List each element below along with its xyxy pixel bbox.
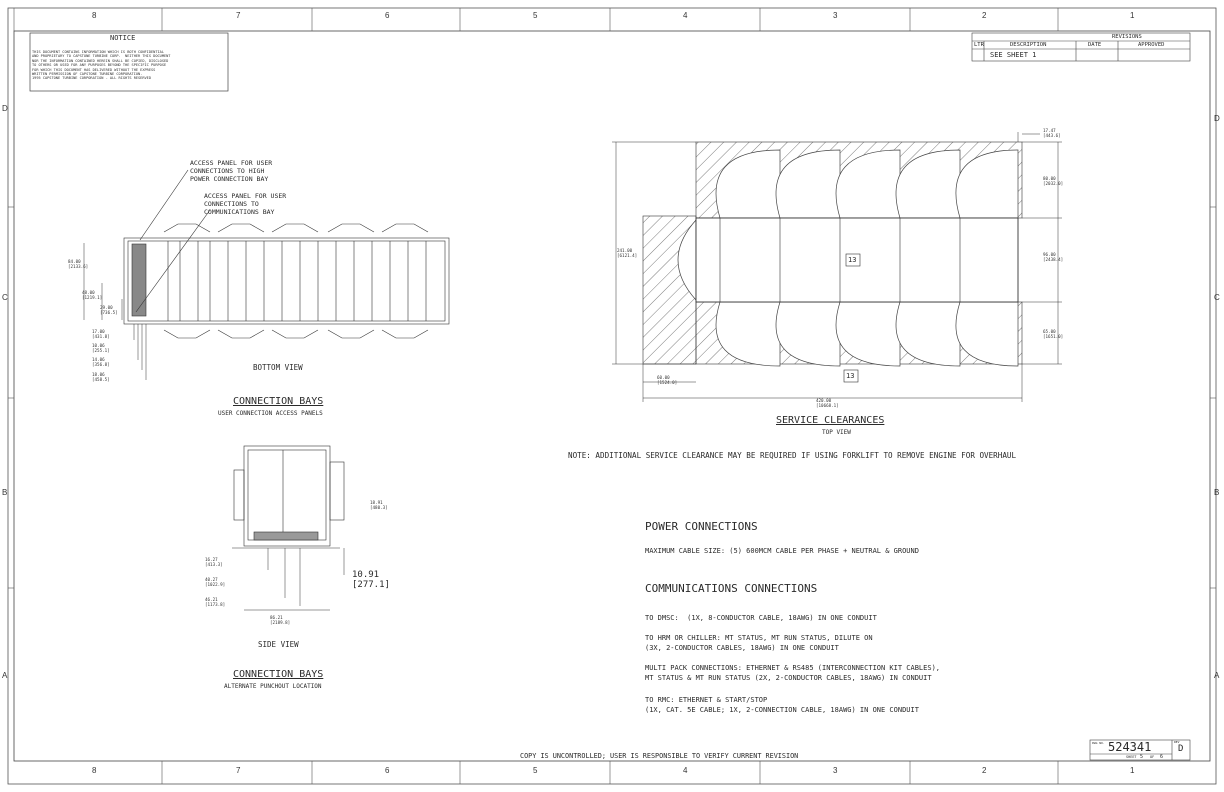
comms-item-rmc: TO RMC: ETHERNET & START/STOP (1X, CAT. …	[645, 696, 919, 714]
side-view-label: SIDE VIEW	[258, 640, 299, 649]
zone-col-2-bottom: 2	[982, 766, 987, 775]
connection-bays-subtitle: USER CONNECTION ACCESS PANELS	[218, 410, 323, 417]
svc-dim-65: 65.00 [1651.0]	[1043, 329, 1064, 339]
zone-col-1-top: 1	[1130, 11, 1135, 20]
service-clearances-title: SERVICE CLEARANCES	[776, 415, 885, 426]
dim-17: 17.00 [431.8]	[92, 329, 110, 339]
zone-col-3-bottom: 3	[833, 766, 838, 775]
revisions-header-ltr: LTR	[974, 42, 984, 48]
svc-box-label-upper: 13	[848, 256, 857, 264]
bottom-view-label: BOTTOM VIEW	[253, 363, 303, 372]
zone-col-5-bottom: 5	[533, 766, 538, 775]
revisions-header-description: DESCRIPTION	[1010, 42, 1047, 48]
zone-col-6-top: 6	[385, 11, 390, 20]
zone-row-a-right: A	[1214, 671, 1220, 680]
dim-29: 29.00 [736.5]	[100, 305, 118, 315]
service-clearance-note: NOTE: ADDITIONAL SERVICE CLEARANCE MAY B…	[568, 451, 1017, 460]
revisions-header-date: DATE	[1088, 42, 1102, 48]
dim-14: 14.06 [356.8]	[92, 357, 110, 367]
zone-col-1-bottom: 1	[1130, 766, 1135, 775]
svc-dim-17-47: 17.47 [443.6]	[1043, 128, 1061, 138]
zone-col-4-top: 4	[683, 11, 688, 20]
zone-col-7-bottom: 7	[236, 766, 241, 775]
service-clearances-subtitle: TOP VIEW	[822, 429, 851, 436]
copy-uncontrolled-note: COPY IS UNCONTROLLED; USER IS RESPONSIBL…	[520, 752, 799, 760]
revisions-row-description: SEE SHEET 1	[990, 51, 1037, 59]
zone-col-8-top: 8	[92, 11, 97, 20]
zone-col-2-top: 2	[982, 11, 987, 20]
dim-48: 48.00 [1219.1]	[82, 290, 103, 300]
side-dim-10-91: 10.91 [277.1]	[352, 570, 390, 590]
comms-item-dmsc: TO DMSC: (1X, 8-CONDUCTOR CABLE, 18AWG) …	[645, 614, 877, 622]
communications-connections-title: COMMUNICATIONS CONNECTIONS	[645, 582, 818, 595]
zone-row-a-left: A	[2, 671, 8, 680]
zone-col-7-top: 7	[236, 11, 241, 20]
notice-body: THIS DOCUMENT CONTAINS INFORMATION WHICH…	[32, 50, 171, 81]
connection-bays-alt-title: CONNECTION BAYS	[233, 669, 324, 680]
side-dim-40-27: 40.27 [1022.9]	[205, 577, 226, 587]
zone-row-d-right: D	[1214, 114, 1220, 123]
zone-row-b-right: B	[1214, 488, 1220, 497]
zone-col-8-bottom: 8	[92, 766, 97, 775]
dwg-no-label: DWG NO.	[1092, 741, 1105, 745]
svc-dim-241: 241.00 [6121.4]	[617, 248, 638, 258]
side-dim-18-91: 18.91 [480.3]	[370, 500, 388, 510]
rev-letter: D	[1178, 744, 1184, 754]
side-dim-86-21: 86.21 [2189.8]	[270, 615, 291, 625]
callout-communications-bay: ACCESS PANEL FOR USER CONNECTIONS TO COM…	[204, 192, 287, 216]
comms-item-hrm: TO HRM OR CHILLER: MT STATUS, MT RUN STA…	[645, 634, 873, 652]
sheet-total: 6	[1160, 754, 1164, 760]
zone-row-d-left: D	[2, 104, 8, 113]
zone-col-6-bottom: 6	[385, 766, 390, 775]
comms-item-multipack: MULTI PACK CONNECTIONS: ETHERNET & RS485…	[645, 664, 941, 682]
dim-84: 84.00 [2133.6]	[68, 259, 89, 269]
dim-18: 18.06 [458.5]	[92, 372, 110, 382]
sheet-label: SHEET	[1126, 755, 1137, 759]
svc-dim-60: 60.00 [1524.0]	[657, 375, 678, 385]
zone-row-b-left: B	[2, 488, 8, 497]
svc-dim-96: 96.00 [2438.4]	[1043, 252, 1064, 262]
zone-col-5-top: 5	[533, 11, 538, 20]
sheet-number: 5	[1140, 754, 1144, 760]
zone-row-c-right: C	[1214, 293, 1220, 302]
side-dim-46-21: 46.21 [1173.8]	[205, 597, 226, 607]
sheet-of-label: OF	[1150, 755, 1155, 759]
svc-dim-80: 80.00 [2032.0]	[1043, 176, 1064, 186]
svc-box-label-lower: 13	[846, 372, 855, 380]
connection-bays-alt-subtitle: ALTERNATE PUNCHOUT LOCATION	[224, 683, 322, 690]
zone-col-4-bottom: 4	[683, 766, 688, 775]
side-dim-16-27: 16.27 [413.3]	[205, 557, 223, 567]
dim-10: 10.06 [255.1]	[92, 343, 110, 353]
notice-title: NOTICE	[110, 34, 136, 42]
zone-row-c-left: C	[2, 293, 8, 302]
dwg-number: 524341	[1108, 740, 1152, 754]
rev-label: REV	[1174, 740, 1180, 744]
callout-high-power-bay: ACCESS PANEL FOR USER CONNECTIONS TO HIG…	[190, 159, 273, 183]
power-connections-text: MAXIMUM CABLE SIZE: (5) 600MCM CABLE PER…	[645, 547, 919, 555]
revisions-header-approved: APPROVED	[1138, 42, 1165, 48]
revisions-title: REVISIONS	[1112, 34, 1142, 40]
zone-col-3-top: 3	[833, 11, 838, 20]
connection-bays-title: CONNECTION BAYS	[233, 396, 324, 407]
svc-dim-420: 420.00 [10668.1]	[816, 398, 839, 408]
power-connections-title: POWER CONNECTIONS	[645, 520, 758, 533]
